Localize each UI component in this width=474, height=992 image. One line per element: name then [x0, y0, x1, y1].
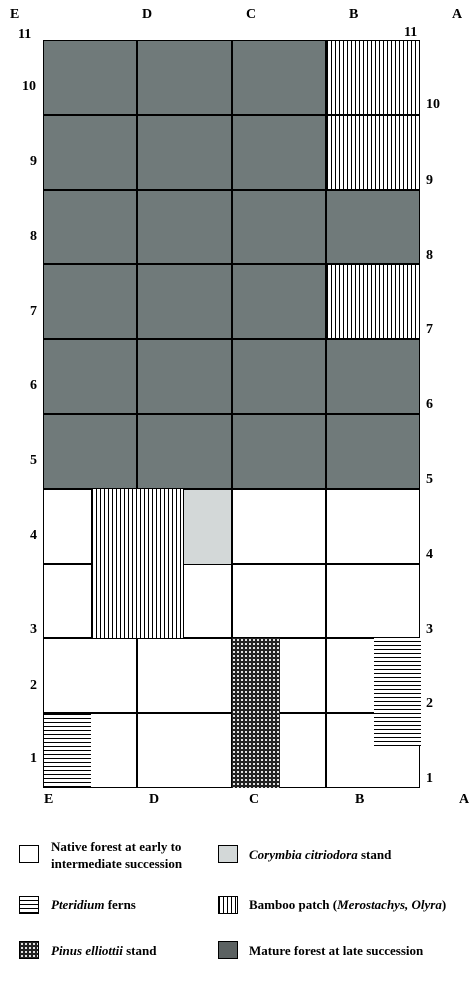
legend-label-pteridium-suffix: ferns [104, 897, 136, 912]
col-label-bottom-a: A [459, 792, 470, 807]
legend-label-bamboo-prefix: Bamboo patch ( [249, 897, 338, 912]
col-label-bottom-e: E [44, 792, 54, 807]
legend-label-corymbia: Corymbia citriodora stand [249, 846, 391, 863]
row-label-left-11: 11 [18, 27, 32, 42]
cell-d5-mature-forest [137, 414, 232, 489]
legend-label-native-forest: Native forest at early to intermediate s… [51, 838, 182, 872]
cell-e10-mature-forest [43, 40, 138, 115]
pinus-stand-c-rows-1-2 [231, 638, 280, 788]
row-label-right-8: 8 [426, 248, 433, 263]
col-label-top-d: D [142, 7, 153, 22]
col-label-top-b: B [349, 7, 359, 22]
legend-label-pteridium-name: Pteridium [51, 897, 105, 912]
cell-c3-native-forest [231, 563, 326, 639]
legend-label-bamboo-names: Merostachys, Olyra [337, 897, 442, 912]
cell-c5-mature-forest [231, 414, 326, 489]
row-label-left-1: 1 [30, 751, 37, 766]
cell-c10-mature-forest [231, 40, 326, 115]
legend-swatch-corymbia [218, 845, 238, 863]
col-label-top-e: E [10, 7, 20, 22]
pteridium-ferns-b2 [374, 638, 421, 747]
row-label-right-10: 10 [426, 97, 440, 112]
legend-swatch-mature-forest [218, 941, 238, 959]
legend-label-pteridium: Pteridium ferns [51, 896, 136, 913]
col-label-bottom-c: C [249, 792, 260, 807]
cell-d10-mature-forest [137, 40, 232, 115]
cell-b7-bamboo-patch [325, 264, 420, 340]
cell-b9-bamboo-patch [325, 114, 420, 190]
cell-e8-mature-forest [43, 189, 138, 265]
col-label-top-a: A [452, 7, 463, 22]
cell-b3-native-forest [325, 563, 420, 639]
cell-e5-mature-forest [43, 414, 138, 489]
row-label-left-6: 6 [30, 378, 37, 393]
legend-label-pinus: Pinus elliottii stand [51, 942, 156, 959]
cell-b10-bamboo-patch [325, 40, 420, 115]
row-label-right-4: 4 [426, 547, 433, 562]
legend-label-pinus-name: Pinus elliottii [51, 943, 123, 958]
row-label-right-3: 3 [426, 622, 433, 637]
cell-c4-native-forest [231, 488, 326, 564]
cell-d1-native-forest [137, 713, 232, 788]
cell-c7-mature-forest [231, 264, 326, 340]
legend-label-bamboo: Bamboo patch (Merostachys, Olyra) [249, 896, 446, 913]
cell-e7-mature-forest [43, 264, 138, 340]
legend-label-bamboo-suffix: ) [441, 897, 447, 912]
bamboo-patch-d-rows-3-4 [91, 488, 184, 639]
pteridium-ferns-e1 [44, 714, 91, 787]
legend-swatch-pteridium [19, 896, 39, 914]
col-label-bottom-d: D [149, 792, 160, 807]
row-label-left-4: 4 [30, 528, 37, 543]
legend-label-pinus-suffix: stand [122, 943, 157, 958]
cell-b6-mature-forest [325, 339, 420, 414]
legend-label-corymbia-suffix: stand [357, 847, 392, 862]
row-label-left-2: 2 [30, 678, 37, 693]
cell-d2-native-forest [137, 638, 232, 714]
legend-swatch-native-forest [19, 845, 39, 863]
legend-label-corymbia-name: Corymbia citriodora [249, 847, 358, 862]
row-label-right-2: 2 [426, 696, 433, 711]
row-label-left-8: 8 [30, 229, 37, 244]
cell-c6-mature-forest [231, 339, 326, 414]
cell-b8-mature-forest [325, 189, 420, 265]
cell-b4-native-forest [325, 488, 420, 564]
plot-grid [43, 40, 421, 788]
legend-label-mature-forest: Mature forest at late succession [249, 943, 424, 958]
row-label-right-7: 7 [426, 322, 433, 337]
row-label-left-10: 10 [22, 79, 36, 94]
cell-e9-mature-forest [43, 114, 138, 190]
corymbia-stand-c4 [184, 489, 231, 564]
cell-d9-mature-forest [137, 114, 232, 190]
cell-d6-mature-forest [137, 339, 232, 414]
row-label-right-6: 6 [426, 397, 433, 412]
cell-c8-mature-forest [231, 189, 326, 265]
cell-c9-mature-forest [231, 114, 326, 190]
cell-e2-native-forest [43, 638, 138, 714]
legend-label-native-line2: intermediate succession [51, 856, 183, 871]
row-label-left-3: 3 [30, 622, 37, 637]
row-label-right-11: 11 [404, 25, 418, 40]
cell-d8-mature-forest [137, 189, 232, 265]
row-label-right-1: 1 [426, 771, 433, 786]
legend-label-native-line1: Native forest at early to [51, 839, 182, 854]
row-label-left-9: 9 [30, 154, 37, 169]
row-label-left-5: 5 [30, 453, 37, 468]
row-label-left-7: 7 [30, 304, 37, 319]
col-label-top-c: C [246, 7, 257, 22]
cell-e6-mature-forest [43, 339, 138, 414]
cell-b5-mature-forest [325, 414, 420, 489]
legend-swatch-bamboo [218, 896, 238, 914]
row-label-right-9: 9 [426, 173, 433, 188]
cell-d7-mature-forest [137, 264, 232, 340]
legend-swatch-pinus [19, 941, 39, 959]
row-label-right-5: 5 [426, 472, 433, 487]
col-label-bottom-b: B [355, 792, 365, 807]
